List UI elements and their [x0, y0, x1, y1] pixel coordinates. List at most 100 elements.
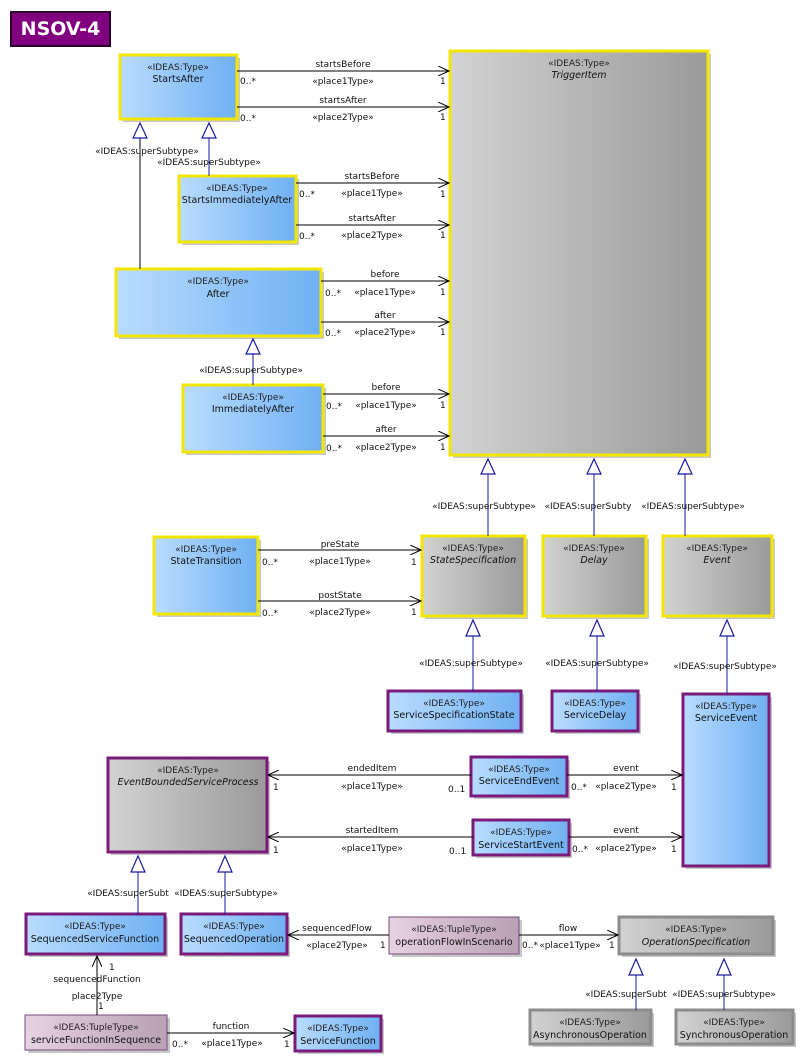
mult-source: 1: [98, 1002, 104, 1012]
box-synchronous-operation[interactable]: «IDEAS:Type» SynchronousOperation: [674, 1008, 796, 1047]
box-trigger-item[interactable]: «IDEAS:Type» TriggerItem: [448, 49, 711, 458]
assoc-label: sequencedFunction: [53, 975, 140, 985]
assoc-ia-before: before «place1Type» 0..* 1: [323, 383, 449, 412]
assoc-stereo: «place2Type»: [312, 113, 374, 123]
stereotype: «IDEAS:Type»: [203, 922, 265, 932]
assoc-start-event: event «place2Type» 0..* 1: [569, 826, 682, 855]
assoc-stereo: «place2Type»: [595, 844, 657, 854]
box-event[interactable]: «IDEAS:Type» Event: [661, 534, 775, 619]
box-operation-specification[interactable]: «IDEAS:Type» OperationSpecification: [617, 915, 776, 957]
assoc-stereo: «place1Type»: [355, 401, 417, 411]
gen-label: «IDEAS:superSubtype»: [95, 147, 199, 157]
mult-target: 1: [440, 288, 446, 298]
mult-target: 1: [440, 77, 446, 87]
assoc-stereo: «place2Type»: [355, 443, 417, 453]
gen-label: «IDEAS:superSubtype»: [545, 659, 649, 669]
mult-target: 1: [440, 231, 446, 241]
stereotype: «IDEAS:TupleType»: [53, 1023, 138, 1033]
box-name: StateSpecification: [430, 555, 516, 566]
mult-source: 0..*: [326, 402, 342, 412]
box-name: ServiceEvent: [695, 713, 758, 724]
box-name: operationFlowInScenario: [395, 937, 513, 948]
gen-se-event: «IDEAS:superSubtype»: [673, 618, 777, 694]
box-after[interactable]: «IDEAS:Type» After: [114, 267, 324, 339]
assoc-ia-after: after «place2Type» 0..* 1: [323, 425, 449, 454]
stereotype: «IDEAS:TupleType»: [411, 925, 496, 935]
stereotype: «IDEAS:Type»: [488, 765, 550, 775]
assoc-after-after: after «place2Type» 0..* 1: [321, 311, 449, 339]
box-event-bounded-service-process[interactable]: «IDEAS:Type» EventBoundedServiceProcess: [106, 756, 270, 855]
assoc-label: endedItem: [348, 764, 397, 774]
stereotype: «IDEAS:Type»: [695, 702, 757, 712]
box-service-function[interactable]: «IDEAS:Type» ServiceFunction: [293, 1014, 384, 1054]
assoc-label: preState: [321, 540, 360, 550]
box-service-start-event[interactable]: «IDEAS:Type» ServiceStartEvent: [471, 818, 572, 858]
gen-after-startsafter: «IDEAS:superSubtype»: [95, 121, 199, 269]
box-state-specification[interactable]: «IDEAS:Type» StateSpecification: [420, 534, 528, 619]
assoc-starts-before: startsBefore «place1Type» 0..* 1: [237, 60, 449, 87]
mult-target: 1: [411, 558, 417, 568]
assoc-label: startsAfter: [348, 214, 396, 224]
box-service-specification-state[interactable]: «IDEAS:Type» ServiceSpecificationState: [386, 689, 524, 734]
box-service-function-in-sequence[interactable]: «IDEAS:TupleType» serviceFunctionInSeque…: [24, 1014, 170, 1053]
gen-delay-trigger: «IDEAS:superSubty: [544, 457, 632, 536]
box-service-delay[interactable]: «IDEAS:Type» ServiceDelay: [550, 689, 641, 734]
box-asynchronous-operation[interactable]: «IDEAS:Type» AsynchronousOperation: [528, 1008, 654, 1047]
mult-target: 1: [440, 443, 446, 453]
assoc-sia-starts-after: startsAfter «place2Type» 0..* 1: [296, 214, 449, 242]
assoc-sequenced-function: sequencedFunction place2Type 1 1: [53, 956, 141, 1015]
mult-source: 0..1: [449, 847, 466, 857]
mult-source: 0..*: [522, 941, 538, 951]
assoc-stereo: «place2Type»: [341, 231, 403, 241]
diagram-title: NSOV-4: [10, 11, 111, 47]
box-service-end-event[interactable]: «IDEAS:Type» ServiceEndEvent: [469, 755, 570, 799]
box-starts-after[interactable]: «IDEAS:Type» StartsAfter: [118, 53, 240, 122]
assoc-label: function: [213, 1022, 250, 1032]
stereotype: «IDEAS:Type»: [559, 1018, 621, 1028]
mult-source: 0..*: [262, 609, 278, 619]
mult-source: 0..*: [572, 845, 588, 855]
mult-target: 1: [273, 846, 279, 856]
box-immediately-after[interactable]: «IDEAS:Type» ImmediatelyAfter: [181, 383, 326, 455]
box-name: ServiceDelay: [564, 710, 627, 721]
assoc-stereo: «place2Type»: [309, 608, 371, 618]
assoc-label: startsBefore: [344, 172, 400, 182]
assoc-label: before: [372, 383, 401, 393]
box-state-transition[interactable]: «IDEAS:Type» StateTransition: [152, 535, 261, 617]
stereotype: «IDEAS:Type»: [686, 544, 748, 554]
assoc-label: after: [374, 311, 396, 321]
box-service-event[interactable]: «IDEAS:Type» ServiceEvent: [681, 692, 772, 869]
assoc-stereo: «place1Type»: [539, 941, 601, 951]
assoc-stereo: «place1Type»: [309, 557, 371, 567]
assoc-label: startsAfter: [319, 96, 367, 106]
mult-target: 1: [440, 328, 446, 338]
box-name: serviceFunctionInSequence: [31, 1035, 161, 1046]
gen-sia-startsafter: «IDEAS:superSubtype»: [157, 121, 261, 176]
mult-target: 1: [109, 963, 115, 973]
gen-so-ebsp: «IDEAS:superSubtype»: [174, 854, 278, 914]
stereotype: «IDEAS:Type»: [442, 544, 504, 554]
gen-ia-after: «IDEAS:superSubtype»: [199, 337, 303, 385]
box-starts-immediately-after[interactable]: «IDEAS:Type» StartsImmediatelyAfter: [177, 174, 299, 245]
stereotype: «IDEAS:Type»: [703, 1018, 765, 1028]
box-sequenced-operation[interactable]: «IDEAS:Type» SequencedOperation: [179, 912, 290, 957]
gen-label: «IDEAS:superSubtype»: [432, 502, 536, 512]
mult-source: 0..*: [240, 114, 256, 124]
box-delay[interactable]: «IDEAS:Type» Delay: [541, 534, 649, 619]
assoc-stereo: «place1Type»: [341, 189, 403, 199]
stereotype: «IDEAS:Type»: [64, 922, 126, 932]
assoc-started-item: startedItem «place1Type» 0..1 1: [268, 826, 473, 857]
mult-source: 0..*: [240, 77, 256, 87]
box-name: TriggerItem: [551, 70, 606, 81]
mult-source: 0..*: [262, 558, 278, 568]
stereotype: «IDEAS:Type»: [147, 63, 209, 73]
stereotype: «IDEAS:Type»: [548, 59, 610, 69]
mult-source: 0..*: [299, 190, 315, 200]
stereotype: «IDEAS:Type»: [564, 699, 626, 709]
box-name: Event: [703, 555, 731, 566]
box-operation-flow-in-scenario[interactable]: «IDEAS:TupleType» operationFlowInScenari…: [388, 916, 522, 957]
box-name: Delay: [580, 555, 608, 566]
box-sequenced-service-function[interactable]: «IDEAS:Type» SequencedServiceFunction: [24, 912, 168, 957]
gen-event-trigger: «IDEAS:superSubtype»: [641, 457, 745, 536]
